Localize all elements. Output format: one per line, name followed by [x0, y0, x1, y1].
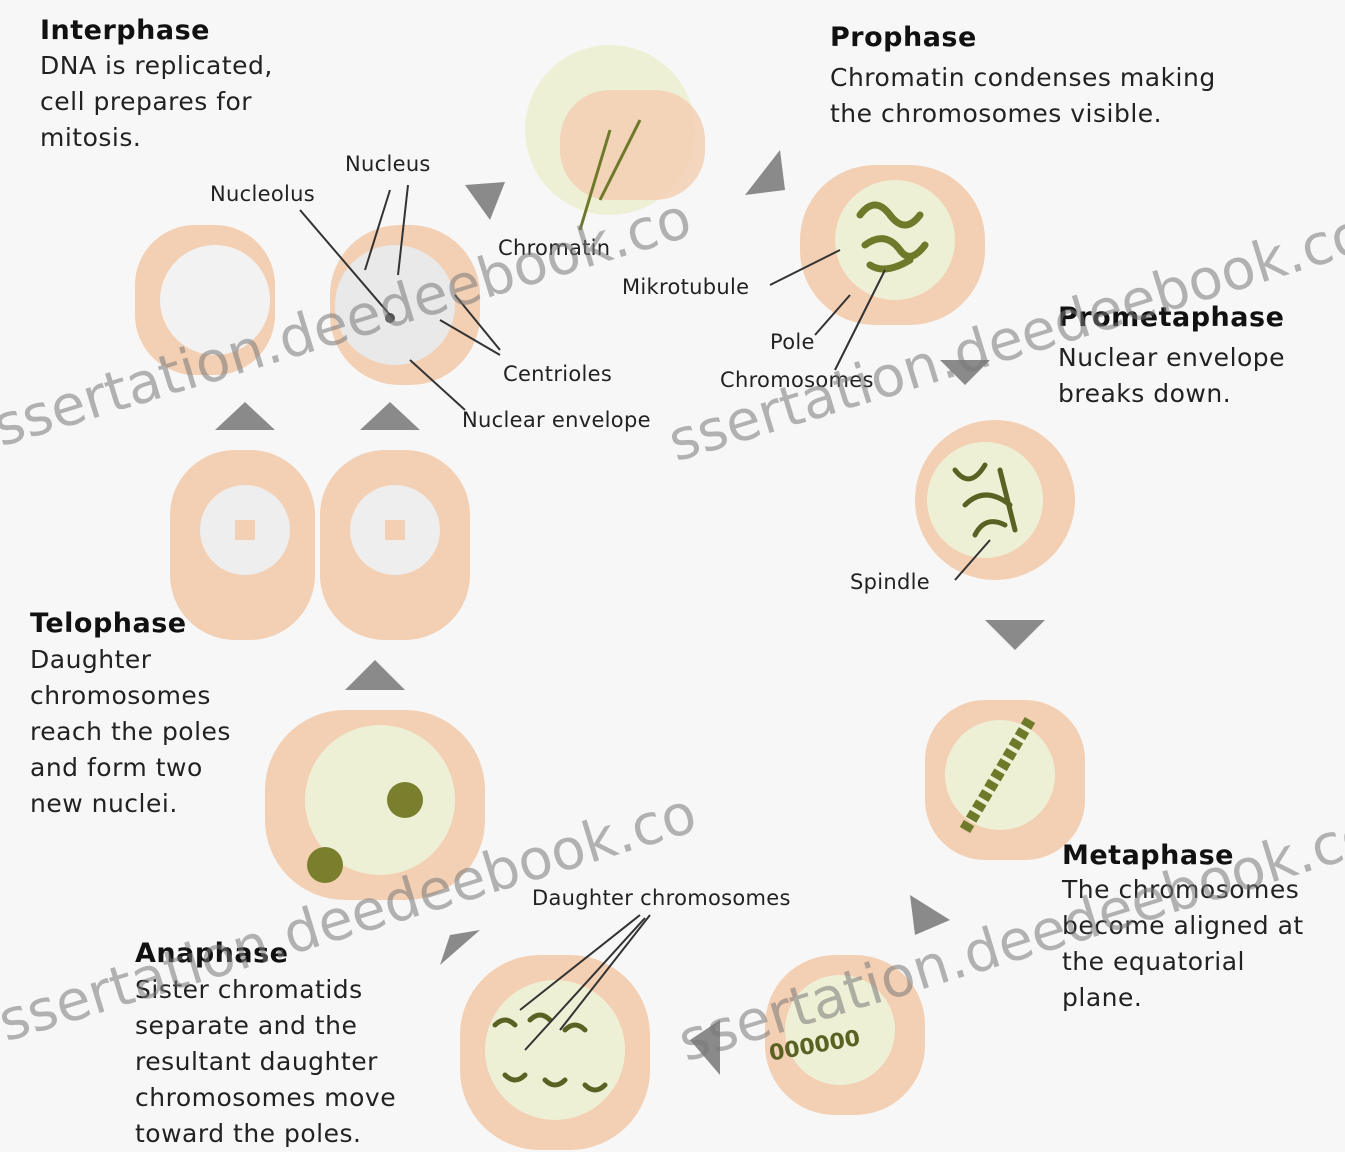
label-nuclear-envelope: Nuclear envelope: [462, 408, 651, 432]
prometaphase-cell: [915, 420, 1075, 580]
label-centrioles: Centrioles: [503, 362, 612, 386]
label-mikrotubule: Mikrotubule: [622, 275, 749, 299]
telophase-title: Telophase: [30, 608, 187, 639]
interphase-description: DNA is replicated, cell prepares for mit…: [40, 48, 273, 156]
prophase-cell: [800, 165, 985, 325]
label-pole: Pole: [770, 330, 815, 354]
prometaphase-description: Nuclear envelope breaks down.: [1058, 340, 1285, 412]
label-daughter-chromosomes: Daughter chromosomes: [532, 886, 791, 910]
anaphase-cell: [460, 955, 650, 1150]
telophase-description: Daughter chromosomes reach the poles and…: [30, 642, 231, 822]
label-nucleolus: Nucleolus: [210, 182, 315, 206]
telophase-daughter-cells: [170, 450, 470, 640]
label-spindle: Spindle: [850, 570, 930, 594]
metaphase-cell: [925, 700, 1085, 860]
interphase-title: Interphase: [40, 15, 210, 46]
prophase-title: Prophase: [830, 22, 977, 53]
label-nucleus: Nucleus: [345, 152, 431, 176]
prophase-description: Chromatin condenses making the chromosom…: [830, 60, 1216, 132]
